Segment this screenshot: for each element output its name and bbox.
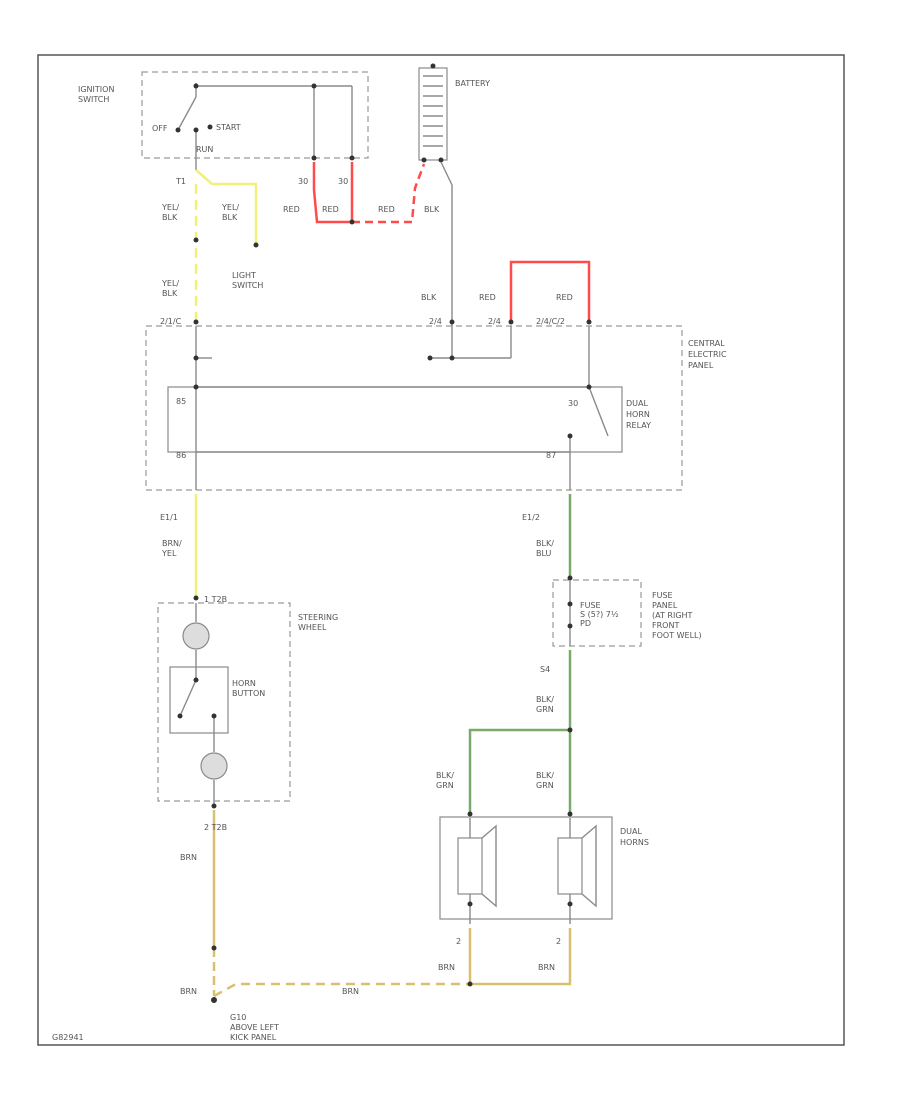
wire-label-brn-yel: BRN/YEL [161,539,182,558]
red-wire-battery-dashed [352,163,426,224]
footer-code: G82941 [52,1033,84,1042]
pin-85: 85 [176,397,186,406]
wire-label-yel-blk-3: YEL/BLK [161,279,179,298]
dual-horn-relay-box [167,386,623,453]
label-run: RUN [196,145,213,154]
pin-t1: T1 [175,177,186,186]
pin-e1: E1/1 [160,513,178,522]
blk-grn-wire-horn1 [468,728,570,814]
steering-wheel-internals [177,603,228,809]
wire-label-red-1: RED [283,205,300,214]
wire-label-blk-2: BLK [421,293,437,302]
horn-2 [557,818,597,924]
horn-1 [457,818,497,924]
pin-30-relay: 30 [568,399,578,408]
wire-label-yel-blk-1: YEL/BLK [161,203,179,222]
wire-label-red-5: RED [556,293,573,302]
wire-label-blk-grn-3: BLK/GRN [536,771,554,790]
wire-label-yel-blk-2: YEL/BLK [221,203,239,222]
pin-fuse-out: S4 [540,665,550,674]
brn-wire-horns [470,928,572,986]
pin-horn2: 2 [556,937,561,946]
pin-e2: E1/2 [522,513,540,522]
diagram-frame [37,54,845,1046]
steering-wheel-box [157,602,291,802]
wire-label-blk-1: BLK [424,205,440,214]
red-wire-ignition [312,162,352,224]
brn-wire-ground-bus [213,982,470,998]
pin-30a: 30 [298,177,308,186]
wire-label-blk-blu: BLK/BLU [536,539,554,558]
pin-86: 86 [176,451,186,460]
pin-2-a: 2/4 [429,317,442,326]
wire-label-red-2: RED [322,205,339,214]
fuse-symbol [567,580,573,646]
red-wire-panel [509,260,591,322]
ignition-switch-contacts [175,83,355,170]
yel-blk-wire-light-switch [195,169,258,244]
blk-wire-battery [440,161,453,360]
pin-30b: 30 [338,177,348,186]
ignition-switch-box [141,71,369,159]
pin-t2b-top: 1 T2B [204,595,227,604]
central-electric-panel-box [145,325,683,491]
label-start: START [216,123,241,132]
pin-2-b: 2/4 [488,317,501,326]
label-battery: BATTERY [455,79,490,88]
pin-t2b-bottom: 2 T2B [204,823,227,832]
wire-label-brn-5: BRN [538,963,555,972]
wire-label-brn-2: BRN [180,987,197,996]
wire-label-blk-grn-1: BLK/GRN [536,695,554,714]
wire-label-blk-grn-2: BLK/GRN [436,771,454,790]
battery-symbol [418,63,448,163]
wire-label-red-3: RED [378,205,395,214]
wire-label-brn-4: BRN [438,963,455,972]
wire-label-brn-3: BRN [342,987,359,996]
pin-horn1: 2 [456,937,461,946]
pin-87: 87 [546,451,556,460]
fuse-panel-box [552,579,642,647]
panel-internal-wiring [193,326,609,490]
pin-2-c: 2/4/C/2 [536,317,565,326]
label-off: OFF [152,124,168,133]
pin-2-1: 2/1/C [160,317,182,326]
dual-horns-box [439,816,613,920]
wire-label-red-4: RED [479,293,496,302]
wire-label-brn-1: BRN [180,853,197,862]
horn-button-box [169,666,229,734]
